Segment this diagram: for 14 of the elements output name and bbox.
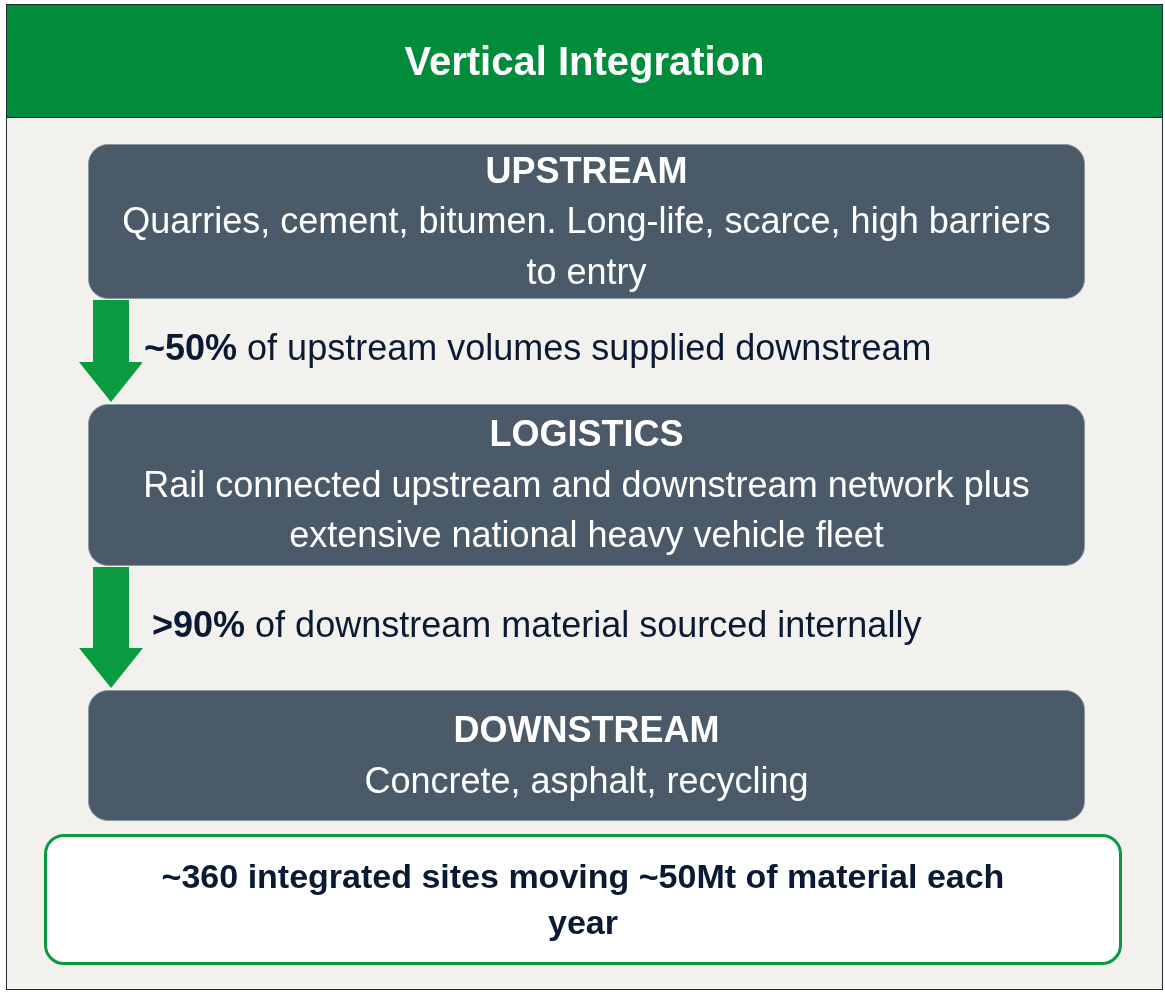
summary-box	[44, 834, 1122, 965]
title: Vertical Integration	[404, 38, 765, 84]
block-arrow	[79, 300, 143, 402]
stage-box	[88, 690, 1085, 821]
stage-description: ~360 integrated sites moving ~50Mt of material each year	[160, 855, 1006, 943]
stage-description: Rail connected upstream and downstream network plus extensive national heavy vehicle fleet	[142, 462, 1031, 558]
block-arrow	[79, 567, 143, 688]
stage-description: Concrete, asphalt, recycling	[364, 758, 809, 803]
stage-box	[88, 144, 1085, 299]
stage-heading: DOWNSTREAM	[453, 708, 720, 753]
stage-description: Quarries, cement, bitumen. Long-life, scarce, high barriers to entry	[121, 199, 1052, 294]
stage-heading: LOGISTICS	[489, 412, 684, 457]
stage-box	[88, 404, 1085, 566]
stage-heading: UPSTREAM	[485, 148, 688, 193]
